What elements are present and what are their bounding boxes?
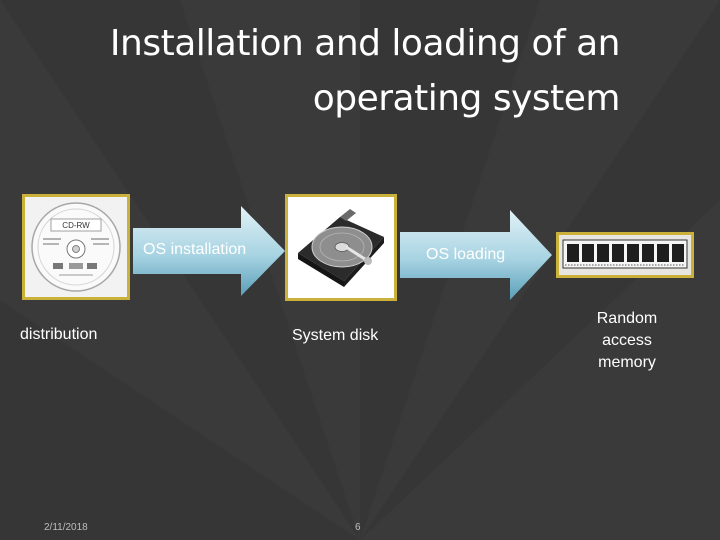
title-line-2: operating system bbox=[312, 78, 621, 119]
cd-disc-text: CD-RW bbox=[62, 221, 90, 230]
caption-distribution: distribution bbox=[20, 326, 98, 343]
arrow-right-icon-2 bbox=[400, 210, 552, 300]
cd-image-frame: CD-RW bbox=[22, 194, 130, 300]
caption-ram-line-3: memory bbox=[598, 354, 656, 371]
arrow-label-loading: OS loading bbox=[426, 246, 506, 263]
ram-image-frame bbox=[556, 232, 694, 278]
disk-image-frame bbox=[285, 194, 397, 301]
arrow-os-loading: OS loading bbox=[400, 210, 552, 300]
title-line-1: Installation and loading of an bbox=[109, 23, 621, 64]
arrow-os-installation: OS installation bbox=[133, 206, 285, 296]
hard-disk-icon bbox=[288, 197, 394, 298]
caption-random-access-memory: Random access memory bbox=[572, 308, 682, 374]
footer-page-number: 6 bbox=[355, 522, 361, 533]
ram-module-icon bbox=[559, 235, 691, 275]
arrow-right-icon bbox=[133, 206, 285, 296]
footer-date: 2/11/2018 bbox=[44, 522, 88, 533]
caption-ram-line-1: Random bbox=[596, 310, 658, 327]
caption-ram-line-2: access bbox=[602, 332, 652, 349]
slide-title: Installation and loading of an operating… bbox=[40, 16, 621, 126]
caption-system-disk: System disk bbox=[292, 327, 379, 344]
cd-disc-icon: CD-RW bbox=[25, 197, 127, 297]
arrow-label-installation: OS installation bbox=[143, 241, 247, 258]
